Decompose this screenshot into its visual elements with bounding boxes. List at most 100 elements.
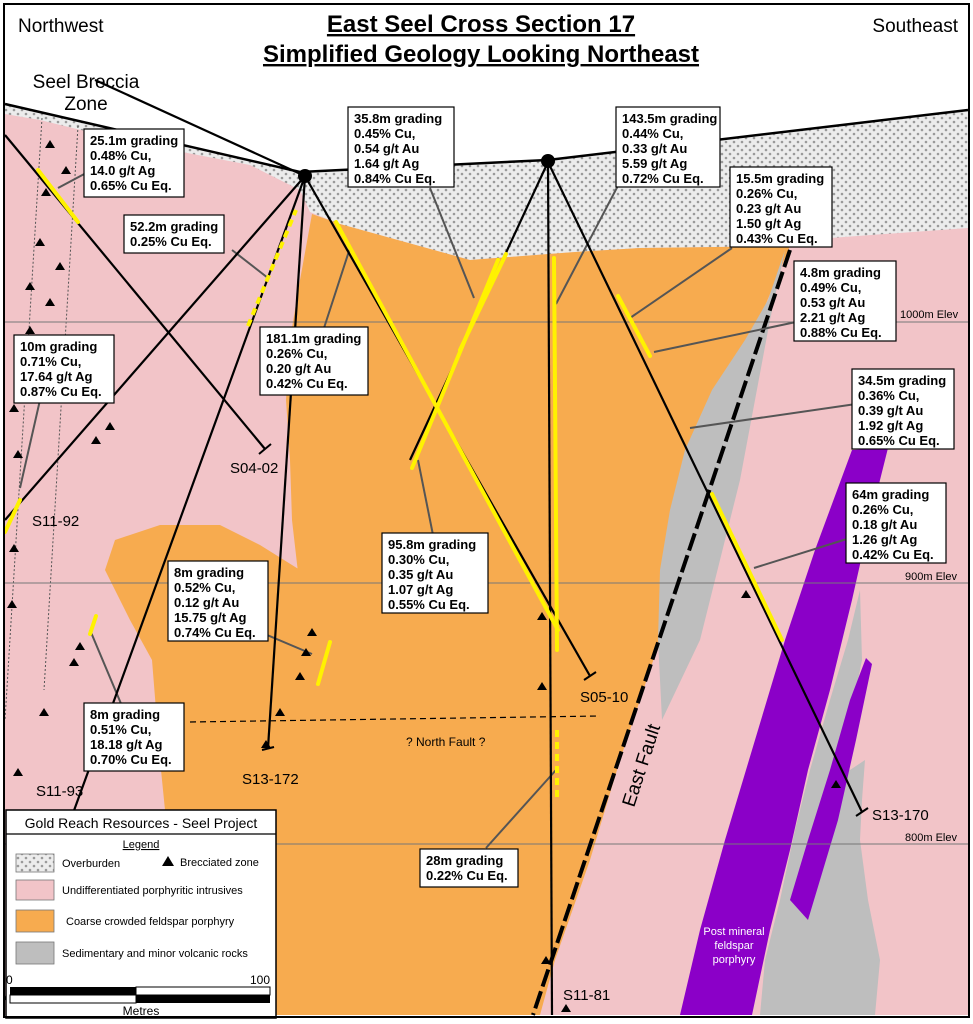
grade-box-line: 8m grading xyxy=(90,707,160,722)
grade-box-line: 0.22% Cu Eq. xyxy=(426,868,508,883)
legend-label: Overburden xyxy=(62,858,120,870)
grade-box-line: 0.65% Cu Eq. xyxy=(858,433,940,448)
grade-box-line: 2.21 g/t Ag xyxy=(800,310,865,325)
grade-box-line: 0.26% Cu, xyxy=(266,346,327,361)
grade-box-line: 0.36% Cu, xyxy=(858,388,919,403)
grade-box-line: 0.74% Cu Eq. xyxy=(174,625,256,640)
grade-box-line: 15.75 g/t Ag xyxy=(174,610,247,625)
grade-box-line: 0.18 g/t Au xyxy=(852,517,917,532)
drillhole-label: S11-93 xyxy=(36,783,83,800)
grade-box-line: 1.64 g/t Ag xyxy=(354,156,419,171)
grade-box: 52.2m grading 0.25% Cu Eq. xyxy=(130,219,218,249)
grade-box-line: 0.53 g/t Au xyxy=(800,295,865,310)
grade-box-frames xyxy=(13,106,955,888)
post-mineral-label: Post mineral xyxy=(703,926,764,938)
legend-label: Undifferentiated porphyritic intrusives xyxy=(62,885,243,897)
overburden-unit xyxy=(5,104,968,260)
grade-box-line: 0.51% Cu, xyxy=(90,722,151,737)
grade-box-line: 181.1m grading xyxy=(266,331,361,346)
legend-label: Brecciated zone xyxy=(180,857,259,869)
grade-box: 8m grading 0.52% Cu, 0.12 g/t Au 15.75 g… xyxy=(174,565,256,640)
drillhole-label: S11-81 xyxy=(563,987,610,1004)
post-mineral-dike-branch xyxy=(790,658,872,920)
mineralized-intervals xyxy=(3,168,784,686)
grade-box-line: 18.18 g/t Ag xyxy=(90,737,163,752)
legend-company: Gold Reach Resources - Seel Project xyxy=(25,815,258,831)
grade-box-line: 0.87% Cu Eq. xyxy=(20,384,102,399)
grade-box-line: 0.35 g/t Au xyxy=(388,567,453,582)
grade-box-line: 0.52% Cu, xyxy=(174,580,235,595)
grade-box-line: 0.30% Cu, xyxy=(388,552,449,567)
elevation-label-900: 900m Elev xyxy=(905,571,957,583)
grade-box: 4.8m grading 0.49% Cu, 0.53 g/t Au 2.21 … xyxy=(800,265,882,340)
north-fault-line xyxy=(189,715,601,723)
grade-box-line: 0.44% Cu, xyxy=(622,126,683,141)
drillhole-s11-81 xyxy=(546,161,554,1016)
diagram-title-line2: Simplified Geology Looking Northeast xyxy=(263,41,699,68)
grade-box-line: 0.39 g/t Au xyxy=(858,403,923,418)
scale-unit-label: Metres xyxy=(123,1004,160,1018)
grade-box-line: 0.45% Cu, xyxy=(354,126,415,141)
legend-swatch-feldspar xyxy=(15,909,55,933)
grade-box-line: 52.2m grading xyxy=(130,219,218,234)
grade-box-line: 0.49% Cu, xyxy=(800,280,861,295)
grade-box-line: 25.1m grading xyxy=(90,133,178,148)
scale-bar-white xyxy=(135,986,271,996)
grade-box-line: 64m grading xyxy=(852,487,929,502)
grade-box-line: 0.43% Cu Eq. xyxy=(736,231,818,246)
grade-box-line: 1.07 g/t Ag xyxy=(388,582,453,597)
diagram-frame xyxy=(3,3,970,1018)
scale-max-label: 100 xyxy=(250,973,270,987)
drillhole-label: S04-02 xyxy=(230,460,278,477)
brecciated-zone-icon xyxy=(162,856,174,866)
scale-bar-white-lower xyxy=(9,994,137,1004)
drillhole-s13-170 xyxy=(547,161,863,813)
grade-box: 25.1m grading 0.48% Cu, 14.0 g/t Ag 0.65… xyxy=(90,133,178,193)
grade-box-line: 4.8m grading xyxy=(800,265,881,280)
elevation-label-1000: 1000m Elev xyxy=(900,309,959,321)
breccia-zone-label-2: Zone xyxy=(64,94,107,115)
diagram-title-line1: East Seel Cross Section 17 xyxy=(327,11,635,38)
grade-box-line: 0.42% Cu Eq. xyxy=(852,547,934,562)
grade-box-line: 1.26 g/t Ag xyxy=(852,532,917,547)
drillhole-s04-02 xyxy=(94,78,306,178)
grade-box: 95.8m grading 0.30% Cu, 0.35 g/t Au 1.07… xyxy=(388,537,476,612)
grade-box: 8m grading 0.51% Cu, 18.18 g/t Ag 0.70% … xyxy=(90,707,172,767)
grade-box-line: 0.20 g/t Au xyxy=(266,361,331,376)
grade-box-line: 0.26% Cu, xyxy=(736,186,797,201)
drillhole-label: S13-172 xyxy=(242,771,299,788)
grade-box-line: 5.59 g/t Ag xyxy=(622,156,687,171)
drill-collar-west xyxy=(298,169,312,183)
grade-box: 28m grading 0.22% Cu Eq. xyxy=(426,853,508,883)
grade-box-line: 35.8m grading xyxy=(354,111,442,126)
drillhole-s04-02-trace xyxy=(4,134,266,450)
grade-box-line: 0.23 g/t Au xyxy=(736,201,801,216)
northwest-label: Northwest xyxy=(18,16,104,37)
grade-box-line: 0.25% Cu Eq. xyxy=(130,234,212,249)
drill-collar-east xyxy=(541,154,555,168)
post-mineral-label: feldspar xyxy=(714,940,753,952)
grade-box-line: 10m grading xyxy=(20,339,97,354)
grade-box-line: 14.0 g/t Ag xyxy=(90,163,155,178)
grade-box: 34.5m grading 0.36% Cu, 0.39 g/t Au 1.92… xyxy=(858,373,946,448)
grade-box: 10m grading 0.71% Cu, 17.64 g/t Ag 0.87%… xyxy=(20,339,102,399)
grade-box-line: 0.33 g/t Au xyxy=(622,141,687,156)
grade-box: 181.1m grading 0.26% Cu, 0.20 g/t Au 0.4… xyxy=(266,331,361,391)
breccia-zone-boundary xyxy=(4,117,43,721)
scale-bar-black xyxy=(10,987,136,995)
scale-bar-black-lower xyxy=(136,995,270,1003)
mineralized-intervals-dashed xyxy=(246,209,559,800)
post-mineral-porphyry-dike xyxy=(680,448,888,1015)
grade-box-line: 17.64 g/t Ag xyxy=(20,369,93,384)
grade-box-line: 1.92 g/t Ag xyxy=(858,418,923,433)
grade-box: 64m grading 0.26% Cu, 0.18 g/t Au 1.26 g… xyxy=(852,487,934,562)
sedimentary-unit-east xyxy=(658,250,785,720)
grade-box-line: 28m grading xyxy=(426,853,503,868)
grade-box-line: 0.12 g/t Au xyxy=(174,595,239,610)
grade-box-line: 8m grading xyxy=(174,565,244,580)
legend-label: Sedimentary and minor volcanic rocks xyxy=(62,948,248,960)
elevation-label-800: 800m Elev xyxy=(905,832,957,844)
grade-box-line: 0.26% Cu, xyxy=(852,502,913,517)
east-fault-line xyxy=(531,249,792,1016)
